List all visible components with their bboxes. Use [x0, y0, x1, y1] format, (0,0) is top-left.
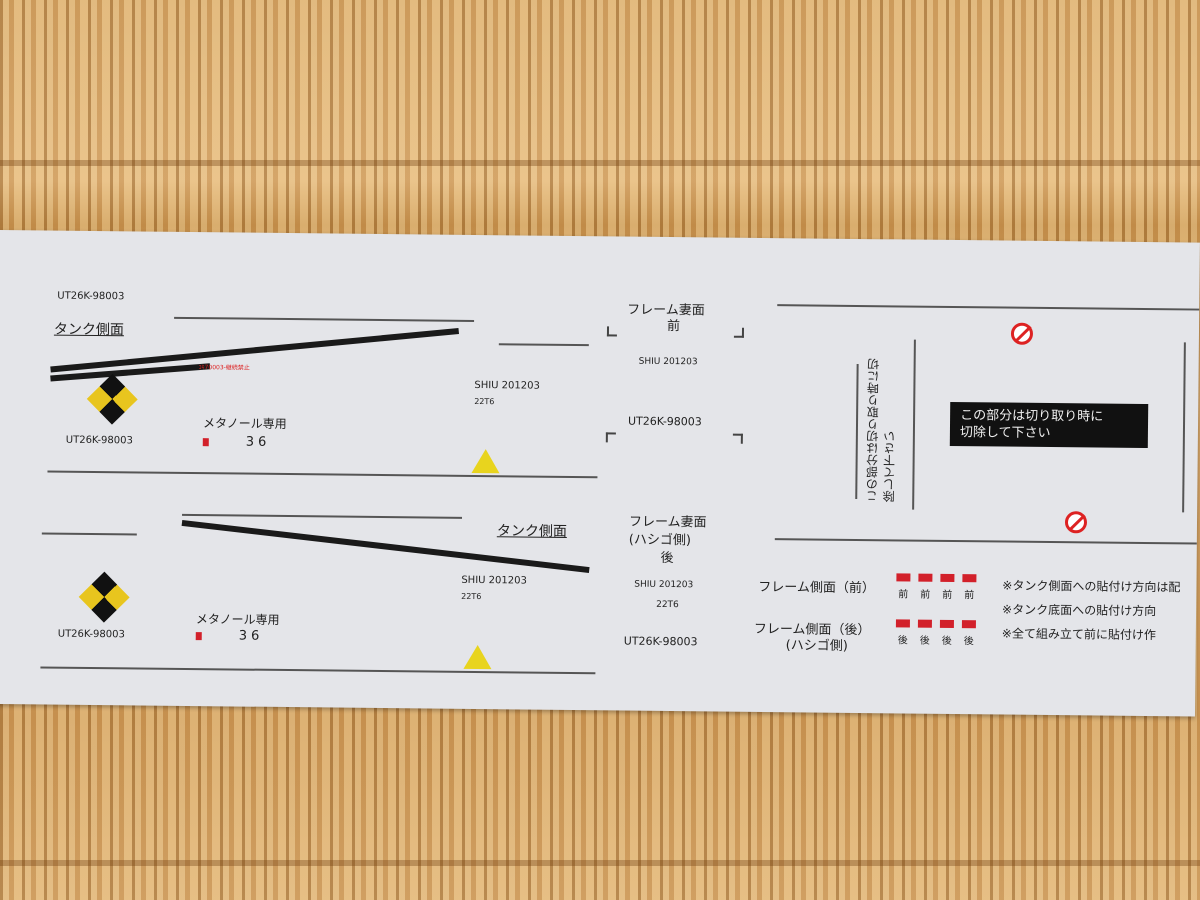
- methanol-label: メタノール専用: [202, 416, 287, 432]
- type-code: 22T6: [656, 599, 679, 611]
- red-mark: [895, 619, 910, 628]
- frame-side-rear-sublabel: (ハシゴ側): [785, 638, 848, 654]
- vertical-cut-notice: この部分は切り取り時に切除して下さい: [865, 358, 897, 503]
- cut-line: [498, 343, 589, 347]
- tatami-seam: [0, 860, 1200, 866]
- cut-line: [774, 538, 1197, 545]
- frame-end-title: フレーム妻面: [627, 302, 705, 319]
- rear-mark: 後: [897, 635, 908, 647]
- cut-line: [174, 316, 475, 322]
- cut-line: [47, 470, 598, 479]
- red-caption: ｺｷ70003-継続禁止: [198, 364, 250, 372]
- tank-number: 36: [245, 434, 271, 450]
- tank-code-top: UT26K-98003: [57, 290, 125, 303]
- crop-mark: [732, 433, 743, 444]
- type-code: 22T6: [461, 591, 482, 602]
- red-mark: [940, 573, 955, 583]
- shiu-code: SHIU 201203: [474, 379, 540, 392]
- tatami-seam: [0, 160, 1200, 166]
- red-mark: [917, 619, 932, 628]
- hazard-diamond-icon: [86, 373, 138, 425]
- tank-code-bottom: UT26K-98003: [57, 628, 125, 641]
- note: ※タンク側面への貼付け方向は配: [1002, 578, 1181, 595]
- crop-mark: [606, 326, 618, 337]
- note: ※タンク底面への貼付け方向: [1002, 602, 1157, 619]
- tank-side-label: タンク側面: [53, 321, 125, 339]
- tank-code-bottom: UT26K-98003: [65, 434, 133, 447]
- rear-mark: 後: [963, 636, 974, 648]
- frame-code: UT26K-98003: [623, 634, 698, 649]
- note: ※全て組み立て前に貼付け作: [1001, 626, 1156, 643]
- frame-code: UT26K-98003: [627, 414, 702, 429]
- hazard-diamond-icon: [78, 571, 130, 623]
- cut-line: [777, 304, 1200, 311]
- cut-notice-box: この部分は切り取り時に 切除して下さい: [949, 401, 1149, 449]
- tank-side-label: タンク側面: [496, 523, 567, 540]
- front-mark: 前: [898, 589, 909, 601]
- warning-triangle-icon: [471, 448, 500, 474]
- crop-mark: [733, 327, 745, 338]
- front-mark: 前: [964, 590, 975, 602]
- shiu-code: SHIU 201203: [461, 574, 527, 587]
- frame-end-subtitle: (ハシゴ側): [628, 532, 692, 549]
- cut-line: [1182, 342, 1186, 513]
- cut-line: [41, 532, 137, 536]
- front-mark: 前: [920, 589, 931, 601]
- no-entry-sign-icon: [1010, 322, 1034, 345]
- cut-line: [40, 666, 596, 675]
- rear-mark: 後: [941, 635, 952, 647]
- frame-end-subtitle: 前: [666, 318, 681, 335]
- tank-number: 36: [238, 628, 264, 644]
- frame-end-subtitle: 後: [660, 550, 674, 567]
- red-mark: [195, 632, 202, 641]
- red-mark: [939, 619, 954, 629]
- red-mark: [961, 620, 976, 629]
- cut-notice-line: 切除して下さい: [959, 425, 1051, 442]
- rear-mark: 後: [919, 635, 930, 647]
- front-mark: 前: [942, 589, 953, 601]
- shiu-code: SHIU 201203: [638, 356, 698, 368]
- cut-line: [855, 363, 859, 499]
- red-mark: [896, 573, 911, 582]
- cut-line: [182, 513, 463, 519]
- crop-mark: [605, 432, 616, 443]
- frame-side-front-label: フレーム側面（前）: [758, 579, 875, 597]
- shiu-code: SHIU 201203: [634, 579, 694, 591]
- cut-notice-line: この部分は切り取り時に: [960, 408, 1104, 425]
- type-code: 22T6: [474, 396, 495, 407]
- cut-line: [912, 339, 916, 510]
- methanol-label: メタノール専用: [195, 612, 280, 627]
- red-mark: [918, 573, 933, 582]
- warning-triangle-icon: [463, 644, 492, 670]
- no-entry-sign-icon: [1064, 511, 1088, 534]
- red-mark: [962, 574, 977, 583]
- frame-end-title: フレーム妻面: [628, 514, 707, 531]
- decal-sheet: UT26K-98003 タンク側面 ｺｷ70003-継続禁止 メタノール専用 U…: [0, 230, 1200, 717]
- red-mark: [202, 438, 209, 447]
